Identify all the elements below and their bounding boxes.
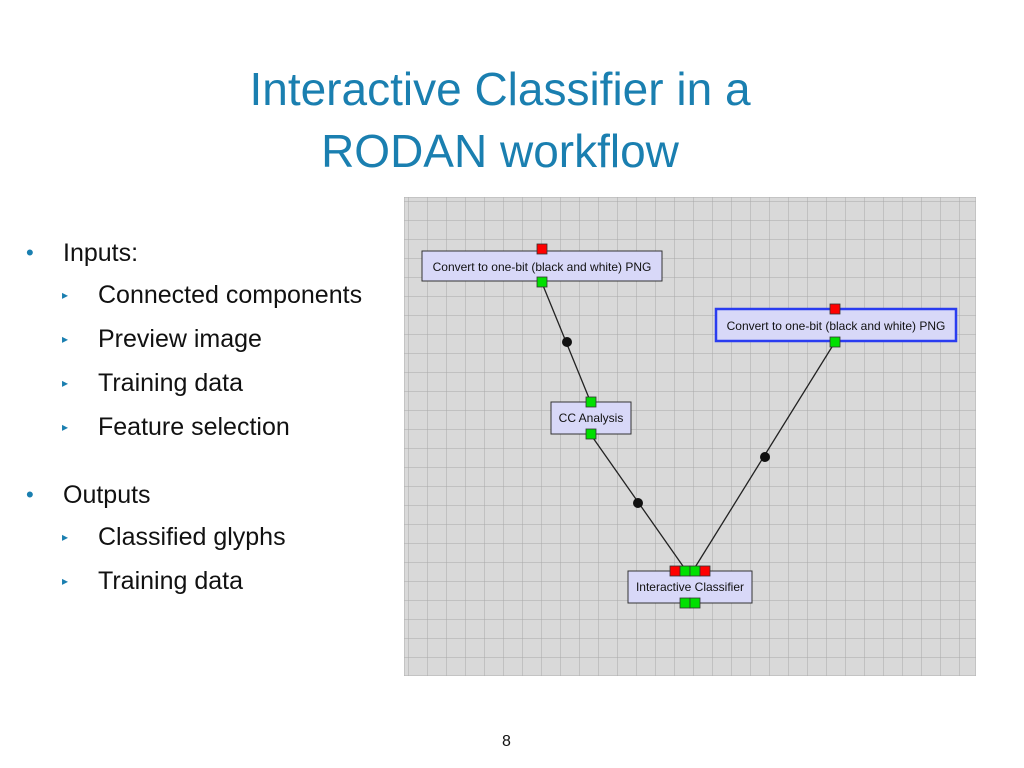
sub-bullet-label: Classified glyphs [98, 523, 286, 551]
sub-bullet-label: Preview image [98, 325, 262, 353]
sub-bullet: ▸ Preview image [26, 323, 386, 356]
connection-handle[interactable] [562, 337, 572, 347]
input-port[interactable] [699, 565, 711, 577]
workflow-node-convert-right[interactable]: Convert to one-bit (black and white) PNG [714, 307, 958, 343]
node-label: Convert to one-bit (black and white) PNG [727, 319, 946, 333]
page-number: 8 [502, 733, 511, 750]
sub-bullet: ▸ Feature selection [26, 411, 386, 444]
triangle-bullet-icon: ▸ [62, 332, 69, 346]
node-label: Interactive Classifier [636, 580, 744, 594]
output-port[interactable] [689, 597, 701, 609]
slide-title-line-2: RODAN workflow [321, 125, 679, 177]
input-port[interactable] [829, 303, 841, 315]
bullet-dot-icon: • [26, 240, 34, 265]
sub-bullet-label: Connected components [98, 281, 363, 309]
output-port[interactable] [536, 276, 548, 288]
sub-bullet-label: Training data [98, 567, 243, 595]
node-label: CC Analysis [559, 411, 624, 425]
input-port[interactable] [669, 565, 681, 577]
sub-bullet: ▸ Classified glyphs [26, 521, 386, 554]
triangle-bullet-icon: ▸ [62, 574, 69, 588]
input-port[interactable] [689, 565, 701, 577]
bullet-list: • Inputs: ▸ Connected components ▸ Previ… [26, 232, 386, 598]
input-port[interactable] [679, 565, 691, 577]
sub-bullet: ▸ Training data [26, 367, 386, 400]
workflow-node-convert-left[interactable]: Convert to one-bit (black and white) PNG [421, 250, 663, 282]
sub-bullet: ▸ Connected components [26, 279, 386, 312]
input-port[interactable] [536, 243, 548, 255]
bullet-inputs: • Inputs: [26, 238, 386, 268]
triangle-bullet-icon: ▸ [62, 530, 69, 544]
sub-bullet: ▸ Training data [26, 565, 386, 598]
input-port[interactable] [585, 396, 597, 408]
triangle-bullet-icon: ▸ [62, 376, 69, 390]
slide-title: Interactive Classifier in a RODAN workfl… [0, 58, 1000, 182]
triangle-bullet-icon: ▸ [62, 420, 69, 434]
sub-bullet-label: Training data [98, 369, 243, 397]
output-port[interactable] [829, 336, 841, 348]
slide-title-line-1: Interactive Classifier in a [249, 63, 751, 115]
bullet-inputs-label: Inputs: [63, 239, 139, 267]
sub-bullet-label: Feature selection [98, 413, 290, 441]
connection-handle[interactable] [760, 452, 770, 462]
bullet-dot-icon: • [26, 482, 34, 507]
node-label: Convert to one-bit (black and white) PNG [433, 260, 652, 274]
output-port[interactable] [585, 428, 597, 440]
output-port[interactable] [679, 597, 691, 609]
workflow-canvas[interactable]: Convert to one-bit (black and white) PNG… [404, 197, 976, 676]
bullet-outputs-label: Outputs [63, 481, 151, 509]
bullet-outputs: • Outputs [26, 480, 386, 510]
triangle-bullet-icon: ▸ [62, 288, 69, 302]
connection-handle[interactable] [633, 498, 643, 508]
